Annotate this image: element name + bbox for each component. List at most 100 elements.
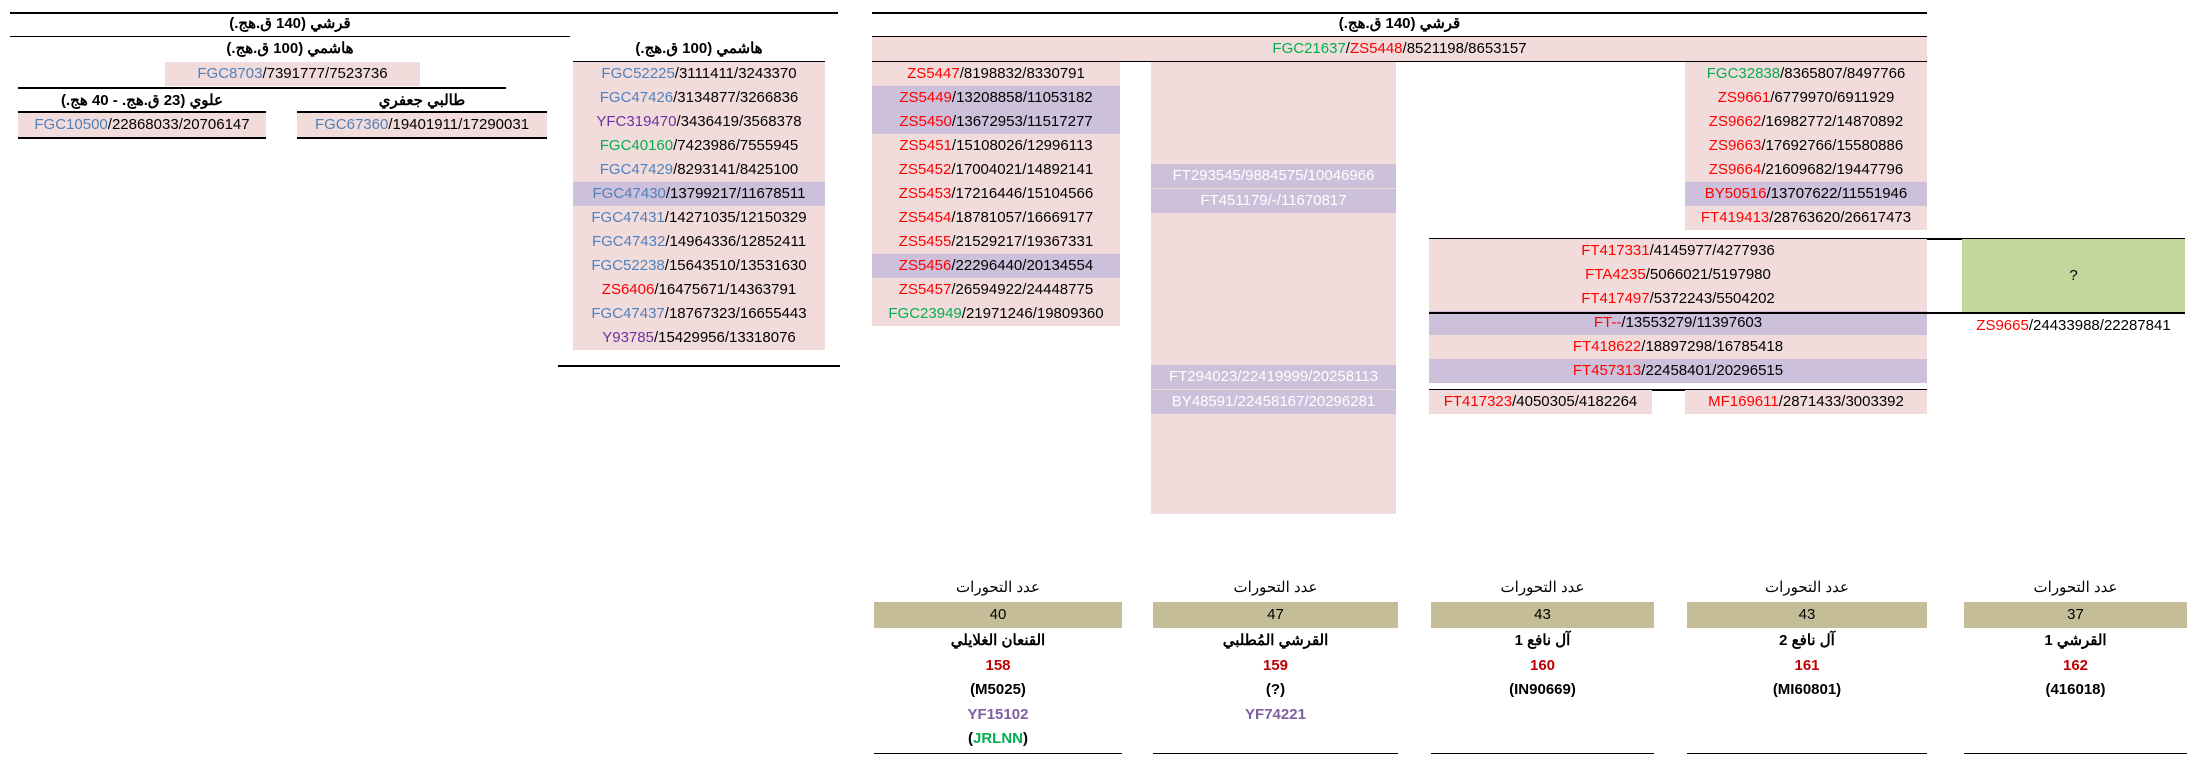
snp-id: FT457313 (1572, 362, 1642, 379)
lineage-number: 162 (2062, 657, 2089, 674)
mutation-count-value: 43 (1431, 602, 1654, 628)
position-a: 3436419 (680, 113, 740, 130)
quraishi-header-right: قرشي (140 ق.هج.) (1338, 15, 1461, 32)
fgc67360-cell: FGC67360/19401911/17290031 (297, 113, 547, 137)
snp-row: ZS5453/17216446/15104566 (872, 182, 1120, 206)
position-b: 14870892 (1836, 113, 1904, 130)
snp-id: FGC52225 (601, 65, 675, 82)
snp-id: ZS5456 (898, 257, 952, 274)
position-b: 3266836 (739, 89, 799, 106)
position-b: 15104566 (1026, 185, 1094, 202)
snp-row: ZS5454/18781057/16669177 (872, 206, 1120, 230)
position-b: 11053182 (1027, 89, 1093, 106)
snp-row: ZS6406/16475671/14363791 (573, 278, 825, 302)
fgc8703-cell: FGC8703/7391777/7523736 (165, 62, 420, 86)
position-b: 3243370 (738, 65, 797, 82)
lineage-code: (?) (1265, 681, 1286, 698)
mutation-count-label: عدد التحورات (956, 579, 1040, 596)
footer-rule (1431, 753, 1654, 754)
snp-row: ZS5456/22296440/20134554 (872, 254, 1120, 278)
divider (18, 111, 266, 113)
mutation-count-label: عدد التحورات (1500, 579, 1585, 596)
snp-row: YFC319470/3436419/3568378 (573, 110, 825, 134)
footer-rule (874, 753, 1122, 754)
position-b: 26617473 (1844, 209, 1912, 226)
lineage-extra: YF15102 (967, 706, 1029, 723)
position-a: 14964336 (669, 233, 737, 250)
position-b: 12150329 (739, 209, 807, 226)
divider (872, 61, 1927, 62)
snp-id: ZS5449 (899, 89, 952, 106)
unknown-branch-cell: ? (1962, 239, 2185, 312)
divider (297, 137, 547, 139)
snp-id: YFC319470 (596, 113, 677, 130)
snp-row: FGC40160/7423986/7555945 (573, 134, 825, 158)
snp-row: FGC47430/13799217/11678511 (573, 182, 825, 206)
snp-row: ZS5450/13672953/11517277 (872, 110, 1120, 134)
top-rule-left (10, 12, 838, 14)
divider (18, 137, 266, 139)
divider (558, 365, 840, 367)
snp-id: FGC47437 (591, 305, 665, 322)
position-a: 15429956 (658, 329, 725, 346)
lineage-code: (M5025) (970, 681, 1026, 698)
snp-id: FGC32838 (1706, 65, 1781, 82)
position-a: 26594922 (955, 281, 1023, 298)
snp-id: FT419413 (1700, 209, 1770, 226)
position-a: 21529217 (955, 233, 1023, 250)
snp-id: FT417497 (1581, 290, 1650, 307)
snp-id: ZS5447 (907, 65, 960, 82)
top-rule-right (872, 12, 1927, 14)
col2-panel (1151, 62, 1396, 514)
lineage-extra-2: (JRLNN) (967, 730, 1028, 747)
position-a: 18897298 (1645, 338, 1713, 355)
snp-id: FGC23949 (888, 305, 962, 322)
mutation-count-value: 40 (874, 602, 1122, 628)
snp-id: ZS5451 (899, 137, 952, 154)
divider (1429, 312, 2185, 314)
position-b: 13531630 (739, 257, 807, 274)
position-b: 7555945 (739, 137, 799, 154)
snp-id: ZS9661 (1717, 89, 1771, 106)
snp-id: ZS5454 (898, 209, 952, 226)
lineage-extra (1687, 703, 1927, 727)
snp-row: FT--/13553279/11397603 (1429, 311, 1927, 335)
col2-row: BY48591/22458167/20296281 (1151, 390, 1396, 414)
position-b: 5197980 (1712, 266, 1771, 283)
mf169611-cell: MF169611/2871433/3003392 (1685, 390, 1927, 414)
snp-row: ZS5451/15108026/12996113 (872, 134, 1120, 158)
snp-row: ZS5455/21529217/19367331 (872, 230, 1120, 254)
snp-row: FT417497/5372243/5504202 (1429, 287, 1927, 311)
position-a: 21971246 (965, 305, 1033, 322)
position-a: 6779970 (1774, 89, 1833, 106)
snp-id: ZS5457 (898, 281, 952, 298)
position-a: 16982772 (1765, 113, 1833, 130)
footer-rule (1153, 753, 1398, 754)
position-a: 8365807 (1784, 65, 1843, 82)
snp-id: FGC47430 (592, 185, 666, 202)
alawi-header: علوي (23 ق.هج. - 40 هج.) (61, 92, 223, 109)
position-b: 11551946 (1841, 185, 1908, 202)
quraishi-header-left: قرشي (140 ق.هج.) (229, 15, 351, 32)
snp-id: FGC47432 (591, 233, 666, 250)
snp-id: FT418622 (1572, 338, 1642, 355)
position-b: 19809360 (1036, 305, 1104, 322)
snp-id: FT417331 (1581, 242, 1650, 259)
snp-id: FGC40160 (599, 137, 674, 154)
snp-row: Y93785/15429956/13318076 (573, 326, 825, 350)
snp-id: FT-- (1593, 314, 1622, 331)
position-b: 6911929 (1837, 89, 1895, 106)
position-a: 14271035 (668, 209, 736, 226)
snp-row: FGC47426/3134877/3266836 (573, 86, 825, 110)
mutation-count-value: 37 (1964, 602, 2187, 628)
snp-row: ZS9664/21609682/19447796 (1685, 158, 1927, 182)
position-a: 17692766 (1765, 137, 1833, 154)
snp-row: FGC52225/3111411/3243370 (573, 62, 825, 86)
mutation-count-label: عدد التحورات (2033, 579, 2118, 596)
snp-id: ZS5453 (898, 185, 952, 202)
snp-row: FGC47429/8293141/8425100 (573, 158, 825, 182)
position-b: 15580886 (1836, 137, 1904, 154)
snp-id: ZS9664 (1708, 161, 1762, 178)
snp-row: FGC47432/14964336/12852411 (573, 230, 825, 254)
